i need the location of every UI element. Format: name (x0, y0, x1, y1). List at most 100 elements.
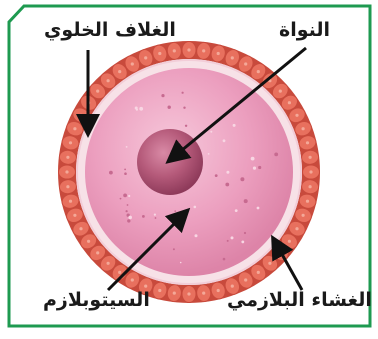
wall-cell-core (202, 292, 205, 295)
granule (235, 209, 238, 212)
nucleus (137, 129, 203, 195)
granule (124, 169, 126, 171)
wall-cell-core (73, 127, 76, 130)
granule (231, 236, 234, 239)
wall-cell-core (306, 200, 309, 203)
granule (251, 157, 255, 161)
wall-cell-core (302, 214, 305, 217)
wall-cell-core (158, 289, 161, 292)
granule (244, 232, 246, 234)
wall-cell-core (187, 48, 190, 51)
granule (215, 174, 218, 177)
granule (109, 171, 113, 175)
wall-cell-core (309, 156, 312, 159)
granule (253, 167, 256, 170)
wall-cell-core (279, 90, 282, 93)
granule (168, 106, 171, 109)
granule (123, 194, 127, 198)
wall-cell-core (257, 70, 260, 73)
granule (240, 177, 244, 181)
granule (124, 172, 127, 175)
wall-cell-core (65, 170, 68, 173)
granule (126, 210, 128, 212)
granule (258, 166, 261, 169)
wall-cell-core (79, 227, 82, 230)
granule (126, 146, 128, 148)
wall-cell-core (288, 101, 291, 104)
granule (183, 107, 185, 109)
wall-cell-core (144, 56, 147, 59)
wall-cell-core (244, 278, 247, 281)
wall-cell-core (66, 156, 69, 159)
wall-cell-core (268, 262, 271, 265)
granule (185, 125, 187, 127)
wall-cell-core (217, 52, 220, 55)
granule (128, 195, 130, 197)
wall-cell-core (144, 285, 147, 288)
granule (274, 153, 278, 157)
granule (182, 92, 184, 94)
wall-cell-core (257, 271, 260, 274)
wall-cell-core (306, 141, 309, 144)
granule (173, 248, 175, 250)
wall-cell-core (231, 285, 234, 288)
wall-cell-core (79, 114, 82, 117)
wall-cell-core (244, 62, 247, 65)
label-cytoplasm: السيتوبلازم (43, 291, 150, 310)
granule (223, 258, 226, 261)
wall-cell-core (118, 70, 121, 73)
granule (257, 207, 260, 210)
wall-cell-core (231, 56, 234, 59)
wall-cell-core (202, 49, 205, 52)
wall-cell-core (187, 292, 190, 295)
wall-cell-core (158, 52, 161, 55)
wall-cell-core (309, 185, 312, 188)
wall-cell-core (107, 79, 110, 82)
wall-cell-core (295, 114, 298, 117)
granule (210, 131, 212, 133)
granule (127, 219, 130, 222)
wall-cell-core (309, 170, 312, 173)
wall-cell-core (302, 127, 305, 130)
wall-cell-core (217, 289, 220, 292)
wall-cell-core (69, 141, 72, 144)
wall-cell-core (295, 227, 298, 230)
granule (120, 198, 122, 200)
granule (194, 206, 197, 209)
wall-cell-core (173, 49, 176, 52)
wall-cell-core (69, 200, 72, 203)
granule (241, 241, 244, 244)
granule (227, 240, 229, 242)
granule (136, 109, 138, 111)
granule (139, 107, 143, 111)
wall-cell-core (131, 62, 134, 65)
wall-cell-core (96, 251, 99, 254)
granule (180, 262, 182, 264)
granule (155, 217, 157, 219)
granule (174, 210, 176, 212)
wall-cell-core (73, 214, 76, 217)
granule (174, 215, 177, 218)
wall-cell-core (87, 240, 90, 243)
granule (208, 153, 210, 155)
granule (127, 204, 129, 206)
wall-cell-core (131, 278, 134, 281)
granule (161, 94, 164, 97)
wall-cell-core (107, 262, 110, 265)
wall-cell-core (66, 185, 69, 188)
label-cell-wall: الغلاف الخلوي (44, 21, 176, 40)
wall-cell-core (288, 240, 291, 243)
granule (154, 214, 156, 216)
label-nucleus: النواة (279, 21, 330, 40)
granule (244, 199, 248, 203)
granule (225, 183, 229, 187)
granule (233, 124, 236, 127)
granule (223, 139, 226, 142)
granule (128, 216, 132, 220)
granule (195, 234, 198, 237)
granule (226, 171, 229, 174)
wall-cell-core (96, 90, 99, 93)
label-plasma-membrane: الغشاء البلازمي (227, 291, 372, 310)
wall-cell-core (173, 292, 176, 295)
granule (142, 215, 145, 218)
